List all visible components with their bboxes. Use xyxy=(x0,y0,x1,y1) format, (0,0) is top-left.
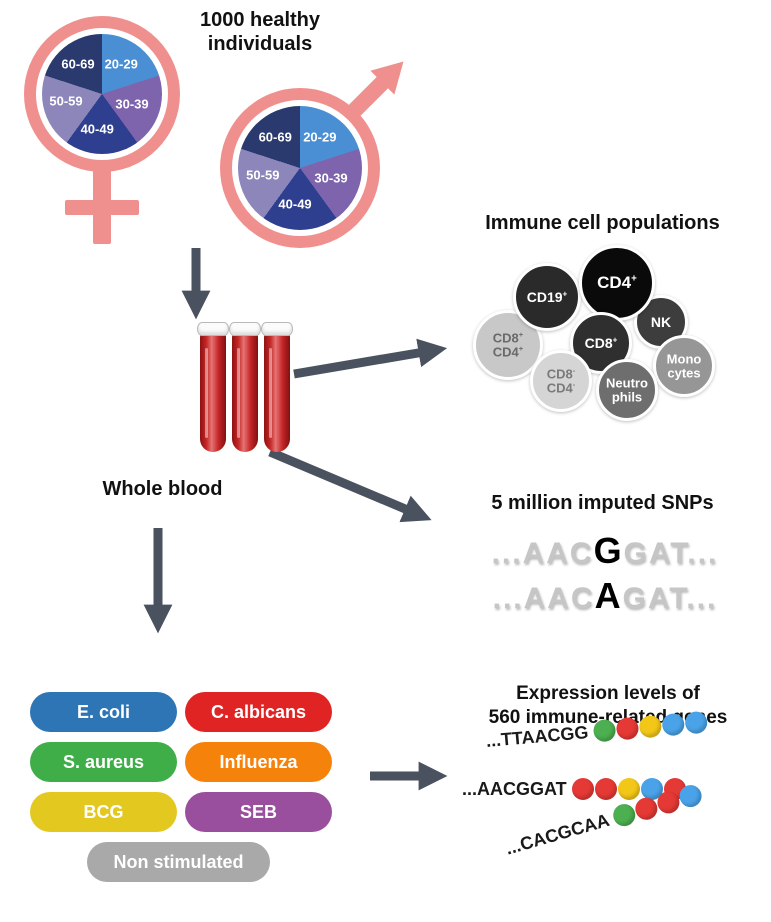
age-group-label: 30-39 xyxy=(314,170,348,186)
immune-cells-heading: Immune cell populations xyxy=(485,212,720,234)
stimulus-influenza: Influenza xyxy=(185,742,332,782)
cell-neutrophils: Neutro phils xyxy=(596,359,658,421)
expression-bead xyxy=(571,778,594,800)
age-group-label: 30-39 xyxy=(115,96,149,112)
expression-bead xyxy=(615,716,640,741)
cell-cd19: CD19+ xyxy=(513,263,581,331)
immune-cell-cluster: CD8+ CD4+ CD19+ NK Mono cytes CD4+ CD8+ … xyxy=(465,240,725,430)
age-group-label: 60-69 xyxy=(258,129,292,145)
snp-allele-a: A xyxy=(594,575,623,616)
female-symbol-crossbar xyxy=(65,200,139,215)
gene-expression-row: ...AACGGAT xyxy=(462,778,686,800)
blood-tube-cap xyxy=(261,322,293,336)
blood-tube-shine xyxy=(205,348,208,438)
blood-tube-body xyxy=(200,334,226,452)
blood-tube-cap xyxy=(229,322,261,336)
blood-tube-cap xyxy=(197,322,229,336)
male-age-pie: 20-29 30-39 40-49 50-59 60-69 xyxy=(238,106,362,230)
expression-bead xyxy=(610,801,638,829)
expression-bead xyxy=(683,710,708,735)
cohort-title: 1000 healthy individuals xyxy=(199,9,321,55)
age-group-label: 20-29 xyxy=(104,56,138,72)
expression-bead xyxy=(676,782,705,810)
cell-cd4: CD4+ xyxy=(579,245,655,321)
female-age-pie: 20-29 30-39 40-49 50-59 60-69 xyxy=(42,34,162,154)
stimulus-bcg: BCG xyxy=(30,792,177,832)
expression-bead xyxy=(638,714,662,739)
expression-heading-line1: Expression levels of xyxy=(516,683,700,704)
age-group-label: 20-29 xyxy=(303,129,337,145)
blood-tube xyxy=(261,322,293,454)
expression-bead xyxy=(654,788,683,817)
blood-tube xyxy=(197,322,229,454)
blood-tubes xyxy=(197,322,300,456)
stimulus-c-albicans: C. albicans xyxy=(185,692,332,732)
blood-tube-shine xyxy=(269,348,272,438)
blood-tube-body xyxy=(264,334,290,452)
cell-monocytes: Mono cytes xyxy=(653,335,715,397)
expression-bead xyxy=(661,712,685,737)
age-group-label: 60-69 xyxy=(61,56,95,72)
expression-bead xyxy=(617,778,640,800)
whole-blood-label: Whole blood xyxy=(102,478,223,500)
stimulus-s-aureus: S. aureus xyxy=(30,742,177,782)
expression-bead xyxy=(640,778,663,800)
blood-tube-body xyxy=(232,334,258,452)
gene-sequence: ...CACGCAA xyxy=(503,809,612,859)
gene-sequence: ...AACGGAT xyxy=(462,778,567,799)
arrow-blood-to-cells xyxy=(293,338,448,379)
age-group-label: 40-49 xyxy=(80,121,114,137)
expression-bead xyxy=(594,778,617,800)
stimulus-non-stimulated: Non stimulated xyxy=(87,842,270,882)
age-group-label: 50-59 xyxy=(246,167,280,183)
expression-bead xyxy=(592,718,617,743)
stimulus-seb: SEB xyxy=(185,792,332,832)
snp-sequences: ...AACGGAT... ...AACAGAT... xyxy=(440,530,770,620)
male-symbol: 20-29 30-39 40-49 50-59 60-69 xyxy=(218,86,433,256)
expression-bead xyxy=(632,795,660,823)
age-group-label: 50-59 xyxy=(49,93,83,109)
blood-tube-shine xyxy=(237,348,240,438)
snp-allele-g: G xyxy=(593,530,624,571)
female-symbol: 20-29 30-39 40-49 50-59 60-69 xyxy=(18,10,203,250)
snp-sequence-alt: ...AACAGAT... xyxy=(492,575,718,616)
cell-cd8neg-cd4neg: CD8- CD4- xyxy=(530,350,592,412)
age-group-label: 40-49 xyxy=(278,196,312,212)
blood-tube xyxy=(229,322,261,454)
snp-sequence-ref: ...AACGGAT... xyxy=(491,530,719,571)
stimulus-e-coli: E. coli xyxy=(30,692,177,732)
snps-heading: 5 million imputed SNPs xyxy=(491,492,714,514)
arrow-blood-to-snps xyxy=(268,447,432,523)
